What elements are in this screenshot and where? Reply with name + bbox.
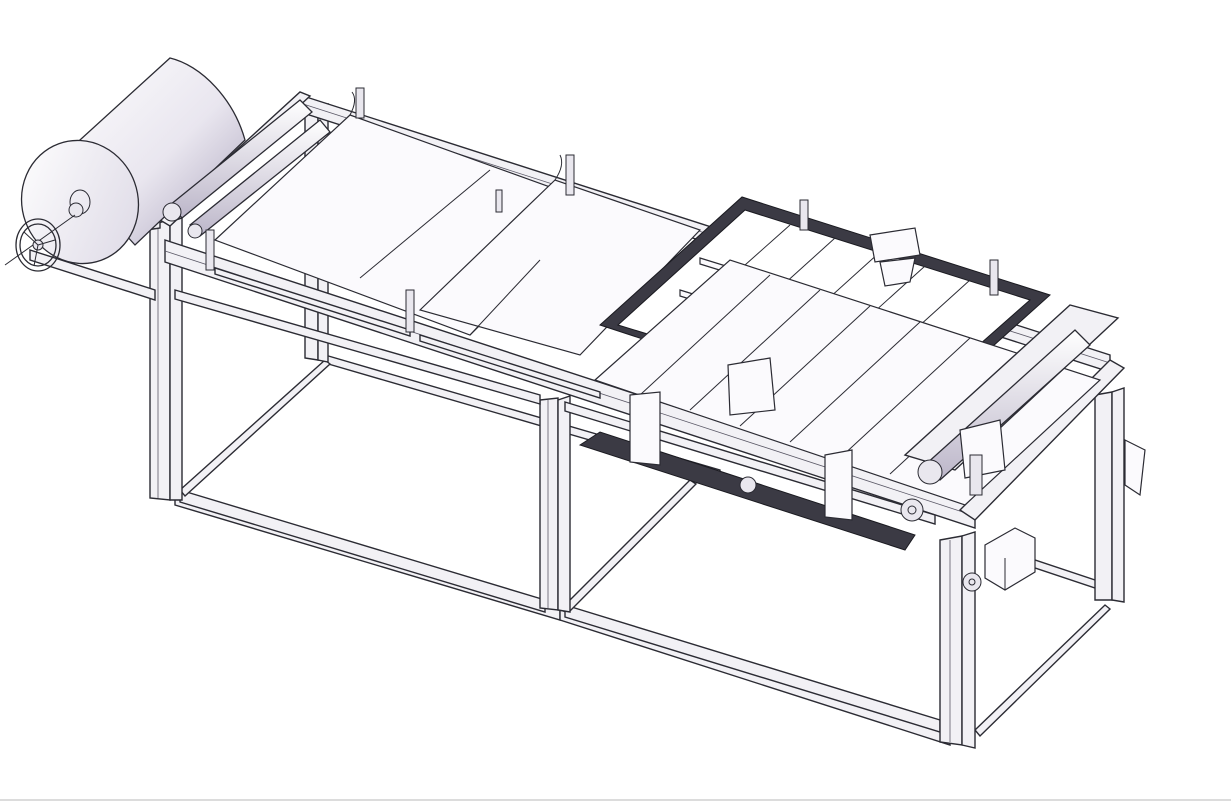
sprocket-icon <box>900 498 982 592</box>
film-sheet <box>213 91 702 399</box>
handwheel-icon <box>4 214 76 272</box>
right-end-assembly <box>903 304 1120 496</box>
posts <box>205 87 575 333</box>
guide-rollers <box>162 99 331 239</box>
lower-frame <box>149 103 1125 749</box>
motor-icon <box>984 439 1146 591</box>
